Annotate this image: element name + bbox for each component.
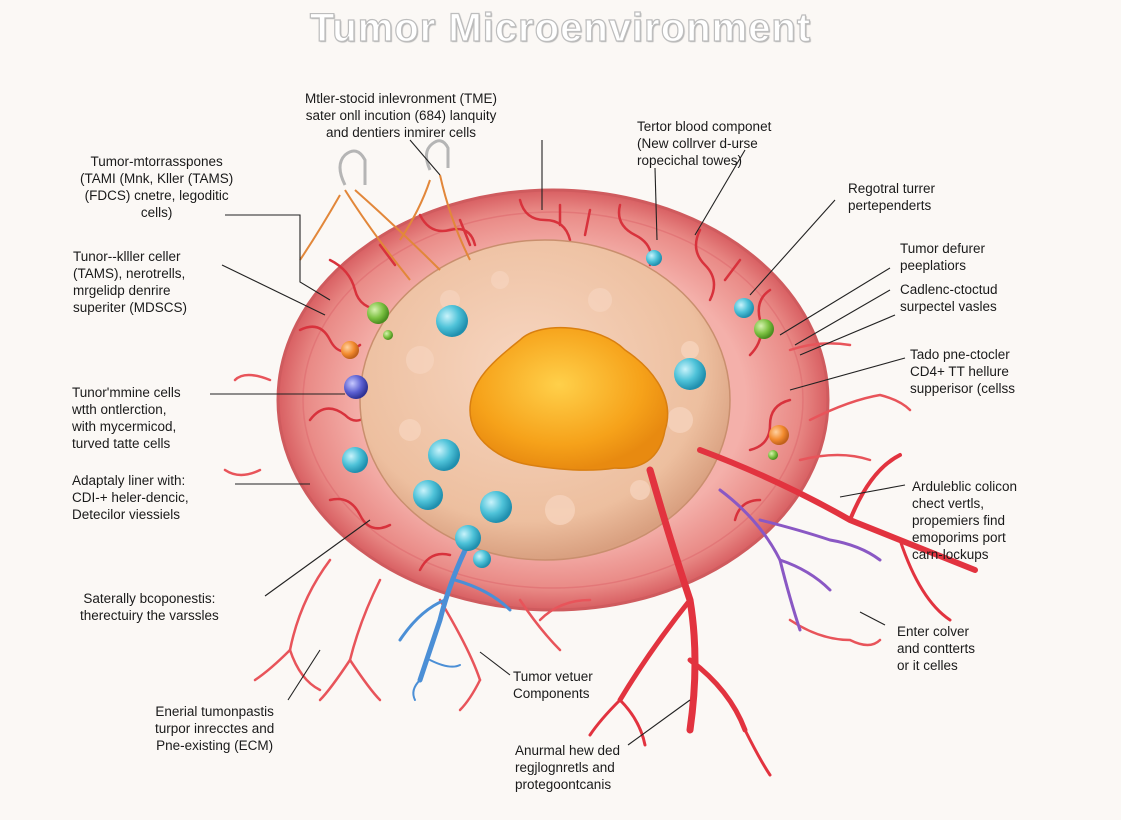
immune-cell-cyan: [646, 250, 662, 266]
immune-cell-cyan: [342, 447, 368, 473]
immune-cell-cyan: [455, 525, 481, 551]
immune-cell-cyan: [480, 491, 512, 523]
label-adaptive-liner: Adaptaly liner with:CDI-+ heler-dencic,D…: [72, 472, 189, 523]
label-tumor-macrophages: Tumor-mtorrasspones(TAMI (Mnk, Kller (TA…: [80, 153, 233, 221]
label-laterally-vessels: Saterally bcoponestis:therectuiry the va…: [80, 590, 219, 624]
t-cell-green: [383, 330, 393, 340]
label-tme-center: Mtler-stocid inlevronment (TME)sater onl…: [305, 90, 497, 141]
immune-cell-cyan: [428, 439, 460, 471]
macrophage-orange: [341, 341, 359, 359]
nk-cell-blue: [344, 375, 368, 399]
label-killer-cells: Tunor--klller celler(TAMS), nerotrells,m…: [73, 248, 187, 316]
tissue-hooks: [340, 141, 448, 185]
macrophage-orange: [769, 425, 789, 445]
label-blood-component: Tertor blood componet(New collrver d-urs…: [637, 118, 771, 169]
immune-cell-cyan: [436, 305, 468, 337]
immune-cell-cyan: [473, 550, 491, 568]
t-cell-green: [367, 302, 389, 324]
immune-cell-cyan: [734, 298, 754, 318]
immune-cell-cyan: [674, 358, 706, 390]
t-cell-green: [768, 450, 778, 460]
t-cell-green: [754, 319, 774, 339]
immune-cell-cyan: [413, 480, 443, 510]
